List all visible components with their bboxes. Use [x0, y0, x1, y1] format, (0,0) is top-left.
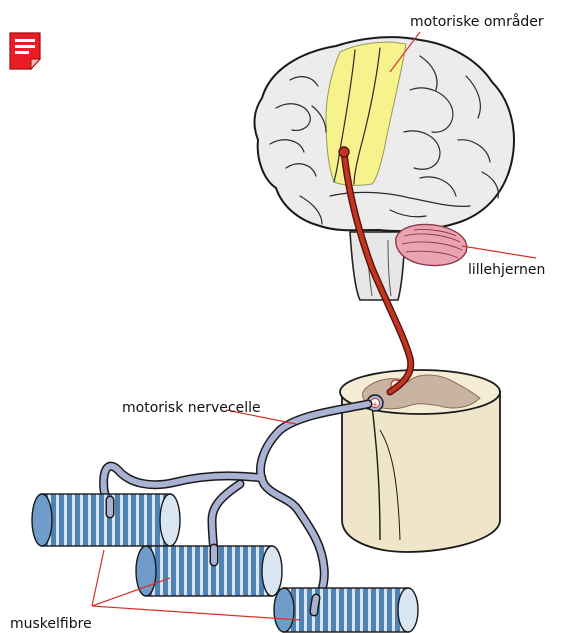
- muscle-leader-3: [92, 606, 300, 620]
- brain: [255, 37, 514, 300]
- cerebellum: [396, 225, 467, 266]
- muscle-fibre-3: [274, 588, 418, 632]
- synapse-plus-lower: +: [372, 400, 379, 409]
- muscle-fibre-2: [136, 546, 282, 596]
- fiber-origin: [339, 147, 349, 157]
- muscle-leader-1: [92, 550, 104, 606]
- label-muscle-fibres: muskelfibre: [10, 616, 92, 632]
- spinal-cord-segment: + +: [340, 370, 500, 552]
- cerebellum-leader: [462, 246, 536, 258]
- label-cerebellum: lillehjernen: [468, 262, 545, 278]
- label-motor-areas: motoriske områder: [410, 13, 544, 30]
- label-motor-neuron: motorisk nervecelle: [122, 400, 261, 416]
